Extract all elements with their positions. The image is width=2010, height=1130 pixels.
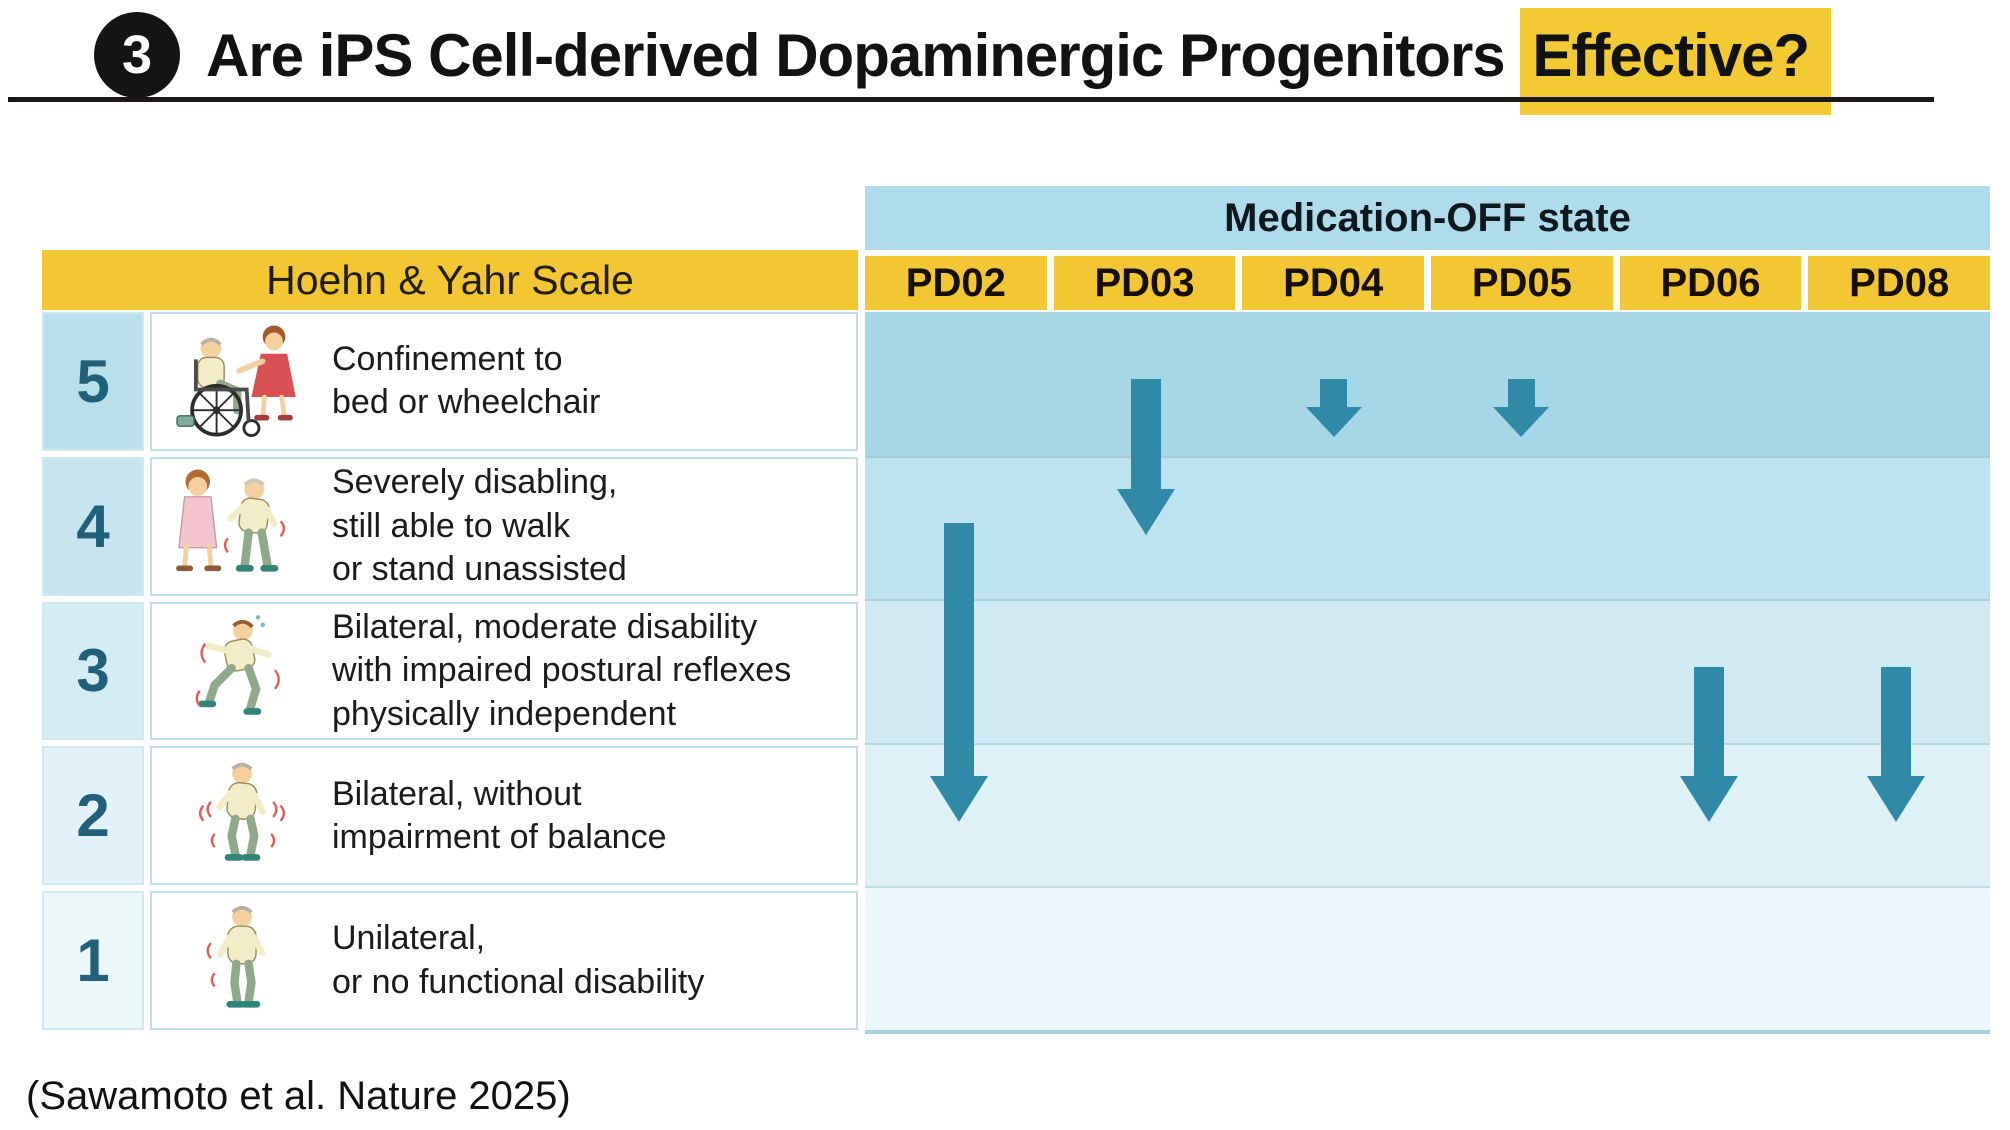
arrow-shaft (1881, 666, 1912, 776)
scale-row-1: 1 Unilateral, or no functional disabilit… (42, 891, 858, 1030)
arrow-shaft (943, 523, 974, 776)
stage-4-cell: Severely disabling, still able to walk o… (150, 456, 858, 596)
stage-3-description: Bilateral, moderate disability with impa… (332, 608, 792, 733)
panel-band-stage-2 (865, 742, 1990, 887)
column-header-pd06: PD06 (1619, 256, 1802, 310)
stage-1-cell: Unilateral, or no functional disability (150, 891, 858, 1030)
caregiver-and-patient-icon (176, 469, 286, 572)
arrow-head-down-icon (1305, 406, 1362, 437)
tremor-one-side-patient-icon (206, 905, 266, 1008)
column-header-pd08: PD08 (1808, 256, 1991, 310)
stage-3-cell: Bilateral, moderate disability with impa… (150, 601, 858, 741)
scale-row-3: 3 Bilater (42, 601, 858, 741)
page-title: Are iPS Cell-derived Dopaminergic Progen… (206, 7, 1832, 115)
patient-column-header-row: PD02 PD03 PD04 PD05 PD06 PD08 (865, 256, 1991, 310)
panel-band-stage-4 (865, 455, 1990, 600)
arrow-shaft (1693, 666, 1724, 776)
improvement-arrow-pd04 (1305, 379, 1362, 437)
stage-4-description: Severely disabling, still able to walk o… (332, 463, 627, 588)
column-header-pd02: PD02 (865, 256, 1047, 310)
numbered-circle-3-icon: 3 (94, 12, 180, 98)
scale-row-2: 2 Bilateral, without (42, 746, 858, 886)
citation: (Sawamoto et al. Nature 2025) (26, 1074, 571, 1118)
stage-number-5: 5 (42, 312, 144, 451)
page-title-highlight: Effective? (1520, 7, 1832, 115)
improvement-arrow-pd05 (1493, 379, 1550, 437)
stage-number-4: 4 (42, 456, 144, 596)
stage-number-1: 1 (42, 891, 144, 1030)
wheelchair-patient-caregiver-icon (176, 325, 296, 438)
improvement-arrow-pd02 (929, 523, 988, 822)
medication-off-panel (865, 312, 1990, 1034)
stumbling-patient-icon (195, 615, 280, 715)
panel-band-stage-3 (865, 599, 1990, 743)
arrow-head-down-icon (1493, 406, 1550, 437)
arrow-shaft (1507, 379, 1535, 407)
stage-number-2: 2 (42, 746, 144, 886)
panel-band-stage-1 (865, 886, 1990, 1030)
scale-row-4: 4 (42, 456, 858, 596)
column-header-pd03: PD03 (1053, 256, 1236, 310)
slide-title-row: 3 Are iPS Cell-derived Dopaminergic Prog… (94, 7, 1832, 115)
stage-5-description: Confinement to bed or wheelchair (332, 340, 601, 422)
panel-band-stage-5 (865, 312, 1990, 456)
hoehn-yahr-scale-header: Hoehn & Yahr Scale (42, 250, 858, 310)
medication-off-state-header: Medication-OFF state (865, 186, 1990, 250)
improvement-arrow-pd06 (1679, 666, 1738, 822)
tremor-both-sides-patient-icon (198, 762, 286, 861)
improvement-arrow-pd08 (1867, 666, 1926, 822)
scale-row-5: 5 (42, 312, 858, 451)
arrow-head-down-icon (1679, 775, 1738, 822)
arrow-shaft (1131, 379, 1162, 489)
arrow-head-down-icon (1867, 775, 1926, 822)
hoehn-yahr-scale-table: 5 (42, 312, 858, 1030)
stage-1-description: Unilateral, or no functional disability (332, 919, 705, 1001)
stage-number-3: 3 (42, 601, 144, 741)
arrow-shaft (1320, 379, 1348, 407)
column-header-pd05: PD05 (1431, 256, 1613, 310)
stage-2-description: Bilateral, without impairment of balance (332, 774, 667, 856)
title-underline (8, 97, 1934, 102)
arrow-head-down-icon (929, 775, 988, 822)
stage-2-cell: Bilateral, without impairment of balance (150, 746, 858, 886)
arrow-head-down-icon (1117, 488, 1176, 535)
column-header-pd04: PD04 (1242, 256, 1425, 310)
improvement-arrow-pd03 (1117, 379, 1176, 535)
page-title-text: Are iPS Cell-derived Dopaminergic Progen… (206, 21, 1521, 89)
stage-5-cell: Confinement to bed or wheelchair (150, 312, 858, 451)
